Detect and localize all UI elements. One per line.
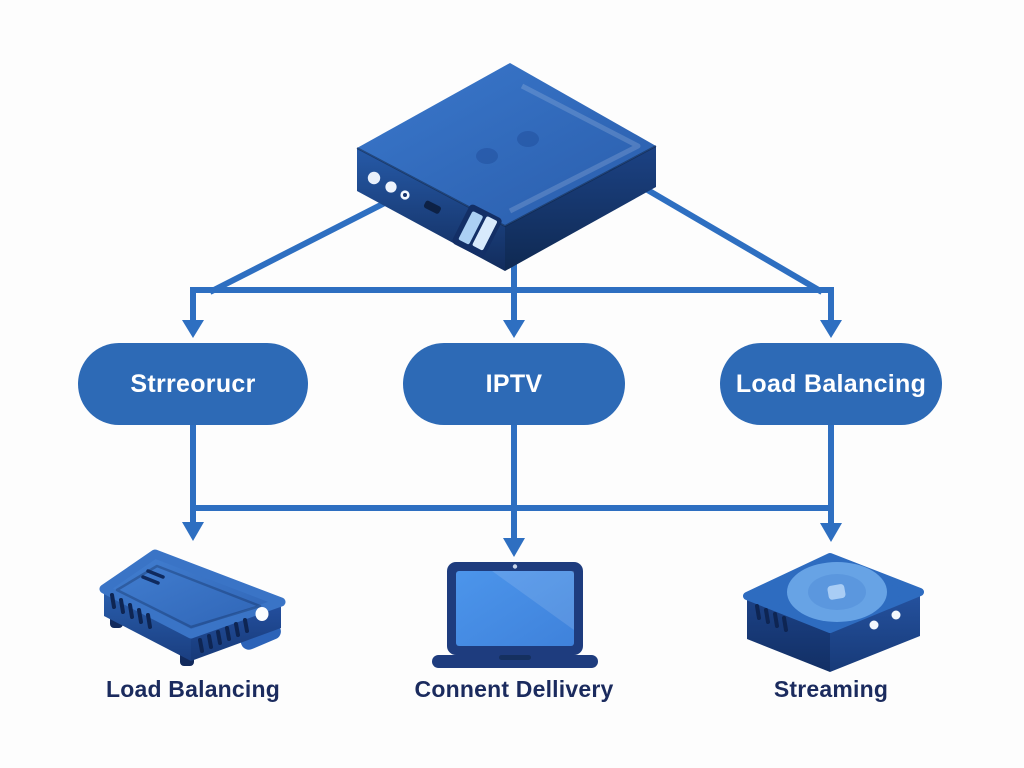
arrowhead-bottom-left: [182, 522, 204, 541]
stb-port-hole: [255, 607, 269, 621]
tier2-label-load-balancing: Load Balancing: [105, 676, 281, 702]
tier1-node-strreorucr: Strreorucr: [78, 343, 308, 425]
stb-top-inset: [115, 564, 262, 629]
server-ports: [367, 171, 502, 258]
stb-top-slot: [141, 575, 160, 585]
stb-front-vents: [198, 618, 249, 653]
stb-top-face: [99, 549, 286, 639]
tier1-node-load-balancing: Load Balancing: [720, 343, 942, 425]
arrowhead-bottom-right: [820, 523, 842, 542]
set-top-box-icon: [99, 549, 286, 666]
server-port-round: [385, 181, 397, 193]
tier2-label-streaming: Streaming: [773, 676, 889, 702]
arrowhead-top-center: [503, 320, 525, 338]
stb-side-vents: [110, 593, 152, 629]
server-top-dot: [476, 148, 498, 164]
server-top-inset: [508, 83, 641, 214]
server-top-dot: [517, 131, 539, 147]
tier1-node-load-balancing-label: Load Balancing: [735, 369, 927, 398]
server-port-ring-center: [403, 193, 407, 197]
player-dot: [891, 610, 901, 620]
server-port-slot: [423, 200, 441, 214]
tier1-node-iptv: IPTV: [403, 343, 625, 425]
laptop-screen: [456, 571, 574, 646]
server-edge-crease: [356, 145, 657, 228]
streaming-player-icon: [743, 553, 924, 672]
arrowhead-top-right: [820, 320, 842, 338]
laptop-screen-sheen: [492, 571, 574, 630]
arrowhead-bottom-center: [503, 538, 525, 557]
media-server-icon: [356, 63, 657, 271]
laptop-icon: [432, 562, 598, 668]
player-vents: [755, 604, 788, 632]
stb-left-face: [104, 589, 191, 661]
laptop-camera-dot: [512, 564, 518, 569]
player-dot: [869, 620, 879, 630]
laptop-base-notch: [499, 655, 531, 660]
server-card-slot: [452, 204, 502, 258]
tier1-node-strreorucr-label: Strreorucr: [130, 369, 256, 398]
tier2-label-content-delivery: Connent Dellivery: [414, 676, 614, 702]
laptop-base: [432, 655, 598, 668]
stb-top-slot: [146, 569, 165, 579]
player-disc-center: [827, 584, 846, 600]
arrowhead-top-left: [182, 320, 204, 338]
tier1-node-iptv-label: IPTV: [485, 369, 543, 398]
server-port-round: [367, 171, 381, 185]
server-front-right-face: [505, 146, 656, 271]
